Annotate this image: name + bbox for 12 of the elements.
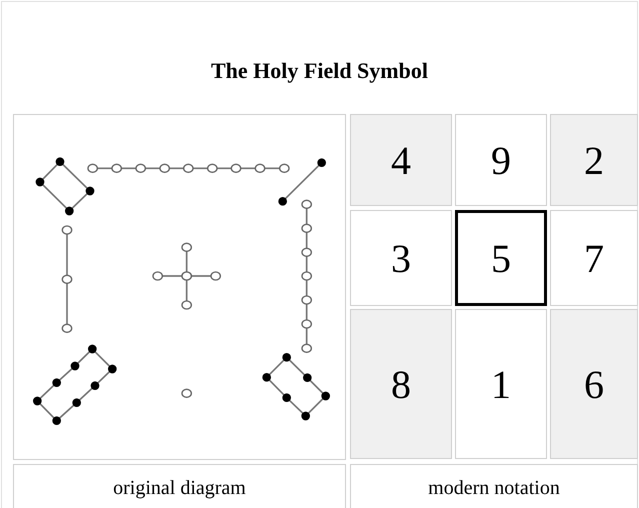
diagram-title: The Holy Field Symbol — [210, 58, 429, 84]
number-square: 1 — [455, 309, 547, 459]
number-square: 6 — [550, 309, 638, 459]
number-square: 3 — [350, 210, 452, 306]
number-square: 9 — [455, 114, 547, 206]
number-square: 4 — [350, 114, 452, 206]
caption-text: modern notation — [350, 464, 638, 508]
number-square: 7 — [550, 210, 638, 306]
number-square: 2 — [550, 114, 638, 206]
number-square: 5 — [455, 210, 547, 306]
number-square: 8 — [350, 309, 452, 459]
caption-text: original diagram — [13, 464, 346, 508]
